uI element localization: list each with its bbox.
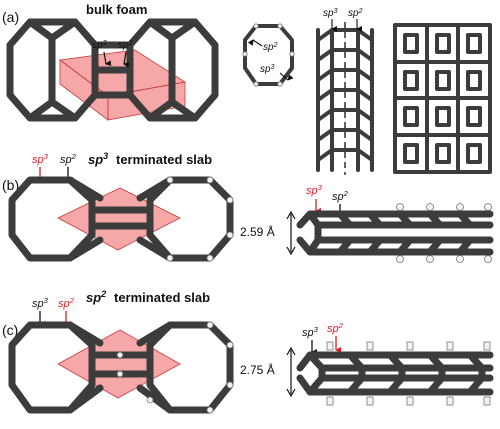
slab-c-sp2-label: sp2 bbox=[58, 296, 75, 311]
slab-b-sp2-label: sp2 bbox=[60, 152, 77, 167]
panel-b-label: (b) bbox=[2, 177, 19, 193]
ring-sp3-arrow bbox=[279, 72, 294, 81]
slab-b-thickness: 2.59 Å bbox=[240, 224, 275, 239]
slab-b-structure bbox=[8, 176, 234, 262]
panel-a-title: bulk foam bbox=[86, 2, 147, 17]
column-structure bbox=[316, 22, 374, 175]
strip-c-sp2-label: sp2 bbox=[327, 321, 344, 336]
bulk-sp2-arrow bbox=[123, 51, 130, 68]
strip-c-sp3-label: sp3 bbox=[302, 325, 319, 340]
slab-b-ring-left bbox=[8, 176, 96, 262]
ring-sp2-arrow bbox=[247, 39, 263, 47]
hexagon-ring bbox=[242, 23, 295, 87]
panel-b: (b) sp3 sp2 sp3 terminated slab sp3 sp2 … bbox=[2, 151, 494, 263]
column-sp2-label: sp2 bbox=[348, 8, 363, 20]
red-plane-front bbox=[107, 81, 186, 121]
slab-b-title: terminated slab bbox=[116, 152, 212, 167]
panel-a: (a) bulk foam sp3 sp2 sp2 sp3 bbox=[2, 2, 492, 175]
slab-b-plane bbox=[57, 187, 181, 251]
slab-c-sp3-label: sp3 bbox=[32, 296, 49, 311]
slab-b-sp3-label: sp3 bbox=[32, 152, 49, 167]
bulk-sp2-label: sp2 bbox=[118, 40, 133, 52]
panel-c-label: (c) bbox=[2, 322, 18, 338]
slab-c-ring-left bbox=[8, 321, 96, 414]
ring-sp2-label: sp2 bbox=[263, 42, 278, 54]
bulk-foam-structure bbox=[6, 18, 219, 122]
panel-c: (c) sp3 sp2 sp2 terminated slab sp3 sp2 … bbox=[2, 289, 494, 414]
bulk-sp3-label: sp3 bbox=[92, 40, 107, 52]
foam-ring-right bbox=[126, 18, 219, 122]
panel-a-label: (a) bbox=[2, 9, 19, 25]
slab-b-title-prefix: sp3 bbox=[88, 151, 108, 167]
hexagon-outline bbox=[243, 24, 294, 86]
strip-b-sp3-label: sp3 bbox=[306, 183, 323, 198]
slab-c-strip bbox=[296, 341, 494, 406]
honeycomb-block bbox=[393, 23, 492, 174]
slab-c-plane bbox=[57, 329, 181, 399]
slab-c-title-prefix: sp2 bbox=[86, 289, 106, 305]
slab-c-title: terminated slab bbox=[114, 290, 210, 305]
slab-b-strip bbox=[296, 203, 494, 263]
foam-inner-bonds bbox=[48, 34, 176, 106]
slab-b-bonds bbox=[66, 176, 174, 262]
column-sp3-label: sp3 bbox=[323, 8, 338, 20]
strip-b-sp2-label: sp2 bbox=[332, 189, 349, 204]
bulk-sp3-arrow bbox=[103, 51, 112, 67]
slab-c-structure bbox=[8, 321, 234, 414]
slab-c-thickness: 2.75 Å bbox=[240, 362, 275, 377]
ring-sp3-label: sp3 bbox=[260, 64, 275, 76]
